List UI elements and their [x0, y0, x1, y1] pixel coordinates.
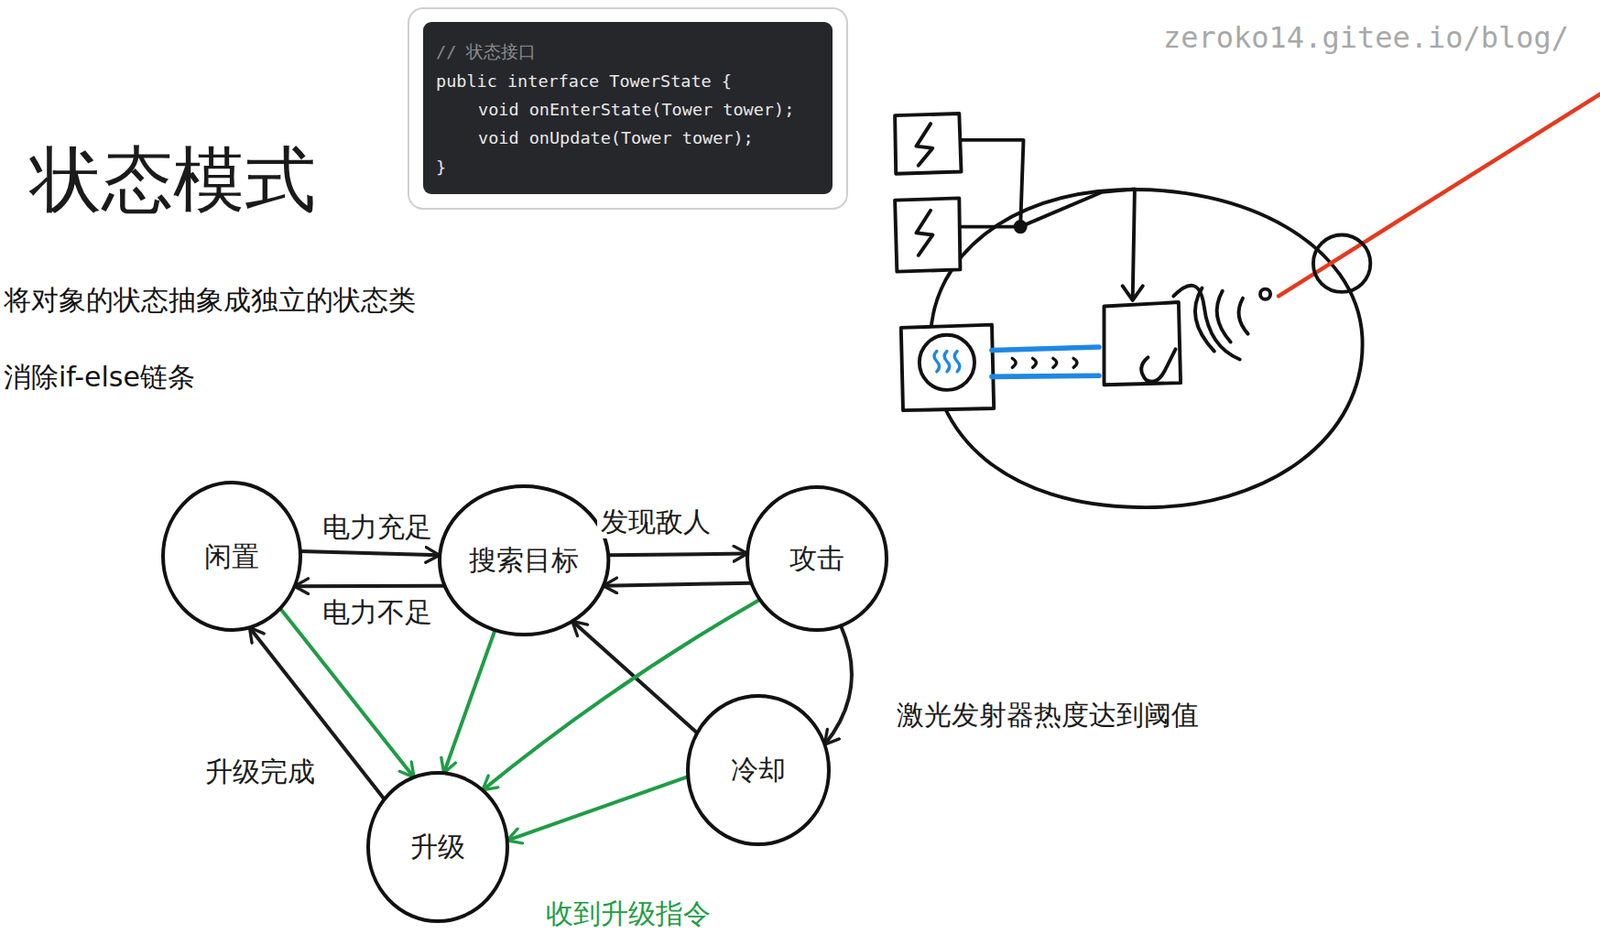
state-node: 搜索目标	[436, 483, 611, 638]
watermark: zeroko14.gitee.io/blog/	[1163, 20, 1569, 55]
state-node: 升级	[365, 770, 511, 925]
state-circle	[368, 772, 508, 922]
laser-ring	[1313, 235, 1371, 293]
description-text: 将对象的状态抽象成独立的状态类	[3, 283, 416, 317]
emitter-wave	[1195, 287, 1215, 351]
battery-box	[894, 113, 961, 175]
state-name: 闲置	[204, 540, 260, 574]
emitter-box	[1104, 302, 1182, 385]
emitter-wave	[1239, 298, 1249, 335]
coolant-tube	[991, 347, 1100, 350]
code-line: public interface TowerState {	[435, 71, 732, 92]
coolant-box	[901, 325, 994, 412]
lightning-symbol	[916, 123, 934, 166]
transition-label: 升级完成	[201, 755, 319, 789]
page-title: 状态模式	[30, 141, 316, 220]
state-node: 闲置	[160, 479, 304, 633]
emitter-wave	[1217, 291, 1231, 343]
transition-arrow	[824, 625, 852, 745]
transition-arrow	[294, 584, 446, 589]
power-wire	[959, 225, 1021, 229]
transition-label: 电力充足	[318, 511, 436, 545]
lightning-symbol	[916, 210, 934, 256]
transition-label: 激光发射器热度达到阈值	[892, 698, 1203, 732]
code-background	[423, 21, 833, 195]
state-name: 升级	[410, 830, 466, 864]
transition-label: 电力不足	[318, 596, 436, 630]
state-name: 攻击	[789, 542, 845, 576]
heat-symbol	[954, 351, 960, 372]
transition-label: 发现敌人	[597, 505, 715, 539]
transition-arrow	[603, 583, 752, 587]
heat-symbol	[944, 351, 950, 372]
emitter-tip	[1260, 289, 1271, 300]
emitter-grip	[1141, 348, 1176, 381]
transition-arrow	[507, 776, 689, 841]
state-name: 冷却	[730, 753, 786, 787]
code-frame	[408, 8, 848, 209]
transition-note: 收到升级指令	[545, 897, 711, 931]
emitter-lens	[1173, 285, 1240, 360]
transition-arrow	[608, 554, 748, 556]
power-wire	[961, 140, 1024, 228]
wire-arrowhead	[1122, 285, 1143, 301]
state-name: 搜索目标	[468, 544, 579, 577]
code-line: void onUpdate(Tower tower);	[478, 128, 754, 149]
state-circle	[439, 486, 609, 635]
code-comment: // 状态接口	[435, 42, 536, 63]
code-line: void onEnterState(Tower tower);	[478, 99, 795, 120]
heat-symbol	[934, 351, 940, 372]
state-node: 冷却	[685, 693, 832, 848]
state-node: 攻击	[744, 484, 890, 633]
coolant-tube	[991, 375, 1100, 377]
tower-body	[930, 189, 1363, 508]
transition-arrow	[444, 630, 496, 773]
transition-arrow	[300, 551, 440, 556]
state-circle	[163, 482, 301, 631]
power-wire	[1020, 188, 1135, 298]
wire-junction	[1015, 221, 1026, 232]
laser-beam	[1278, 94, 1600, 297]
state-circle	[747, 487, 887, 631]
state-circle	[687, 696, 829, 845]
code-line: }	[435, 157, 447, 178]
transition-arrow	[280, 608, 414, 777]
description-text: 消除if-else链条	[3, 360, 196, 394]
coolant-flow	[1012, 358, 1078, 368]
coolant-tank	[919, 335, 975, 391]
battery-box	[894, 197, 960, 272]
